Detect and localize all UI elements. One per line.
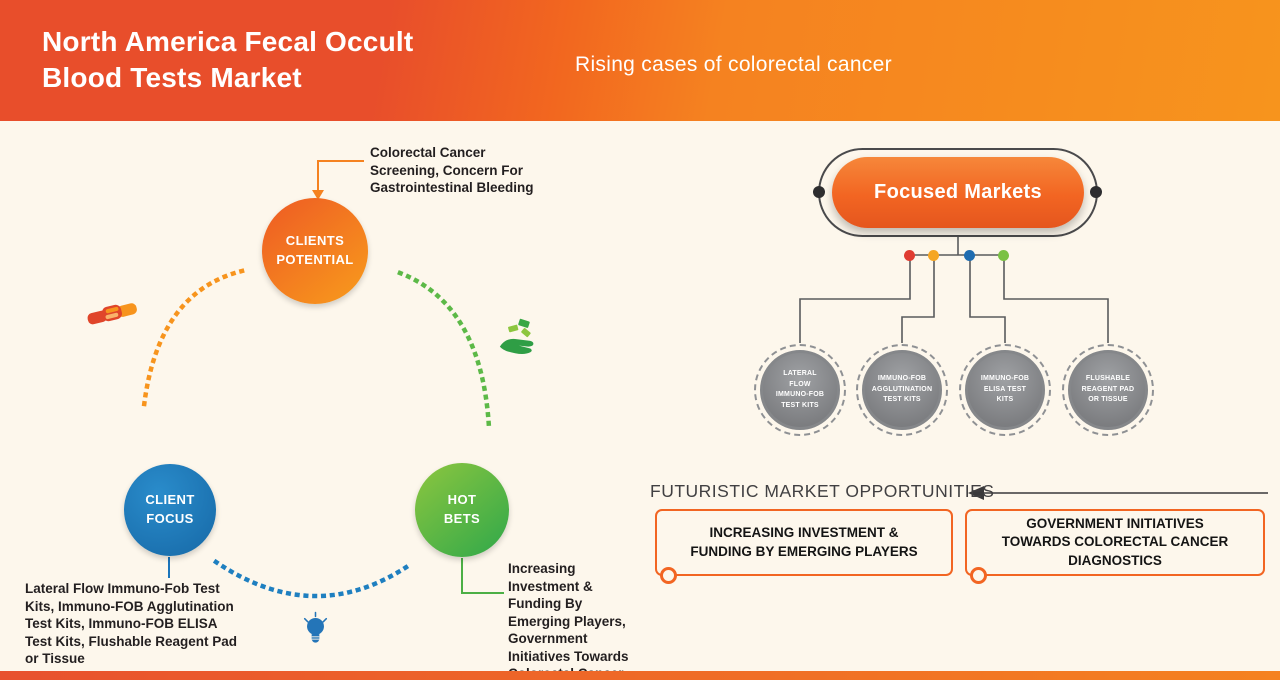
- wire-to-node-3: [969, 255, 1006, 343]
- wire-to-node-1: [799, 255, 911, 343]
- lightbulb-icon: [300, 611, 331, 653]
- market-node-label: IMMUNO-FOB AGGLUTINATION TEST KITS: [862, 350, 942, 430]
- market-dot-red: [904, 250, 915, 261]
- page-title-line2: Blood Tests Market: [42, 62, 302, 94]
- market-node-label: FLUSHABLE REAGENT PAD OR TISSUE: [1068, 350, 1148, 430]
- client-focus-label-line2: FOCUS: [146, 511, 194, 526]
- client-focus-label-line1: CLIENT: [145, 492, 195, 508]
- card-corner-dot: [970, 567, 987, 584]
- clients-potential-label-line1: CLIENTS: [285, 233, 345, 249]
- market-dot-orange: [928, 250, 939, 261]
- client-focus-circle: CLIENT FOCUS: [124, 464, 216, 556]
- bottom-accent-bar: [0, 671, 1280, 680]
- handshake-icon: [86, 296, 138, 335]
- market-node-agglutination: IMMUNO-FOB AGGLUTINATION TEST KITS: [856, 344, 948, 436]
- dashed-ring: [1062, 344, 1154, 436]
- hot-bets-label-line1: HOT: [447, 492, 477, 508]
- clients-potential-circle: CLIENTS POTENTIAL: [262, 198, 368, 304]
- opportunity-card-1-label: INCREASING INVESTMENT & FUNDING BY EMERG…: [690, 525, 918, 559]
- focused-markets-button: Focused Markets: [832, 157, 1084, 228]
- dashed-ring: [856, 344, 948, 436]
- wire-to-node-4: [1003, 255, 1109, 343]
- hot-bets-label-line2: BETS: [443, 511, 481, 526]
- clients-potential-label-line2: POTENTIAL: [276, 252, 354, 267]
- dotted-arc-orange: [141, 268, 245, 409]
- dotted-arc-blue: [212, 558, 412, 599]
- dashed-ring: [754, 344, 846, 436]
- dashed-ring: [959, 344, 1051, 436]
- hot-bets-circle: HOT BETS: [415, 463, 509, 557]
- header-banner: North America Fecal Occult Blood Tests M…: [0, 0, 1280, 121]
- market-dot-blue: [964, 250, 975, 261]
- opportunity-card-1: INCREASING INVESTMENT & FUNDING BY EMERG…: [655, 509, 953, 584]
- outline-left-dot: [813, 186, 825, 198]
- focused-markets-title: Focused Markets: [874, 181, 1042, 203]
- clients-potential-connector: [317, 160, 364, 199]
- page-title-line1: North America Fecal Occult: [42, 26, 414, 57]
- client-focus-note: Lateral Flow Immuno-Fob Test Kits, Immun…: [25, 581, 238, 667]
- market-node-lateral-flow: LATERAL FLOW IMMUNO-FOB TEST KITS: [754, 344, 846, 436]
- market-dot-green: [998, 250, 1009, 261]
- wire-to-node-2: [901, 255, 935, 343]
- dotted-arc-green: [397, 270, 492, 431]
- hot-bets-note: Increasing Investment & Funding By Emerg…: [508, 561, 629, 680]
- market-node-elisa: IMMUNO-FOB ELISA TEST KITS: [959, 344, 1051, 436]
- market-node-flushable: FLUSHABLE REAGENT PAD OR TISSUE: [1062, 344, 1154, 436]
- outline-right-dot: [1090, 186, 1102, 198]
- opportunities-title: FUTURISTIC MARKET OPPORTUNITIES: [650, 481, 995, 501]
- clients-potential-arrowhead: [312, 190, 324, 200]
- header-subtitle: Rising cases of colorectal cancer: [575, 53, 892, 76]
- clients-potential-note: Colorectal Cancer Screening, Concern For…: [370, 145, 534, 196]
- market-node-label: LATERAL FLOW IMMUNO-FOB TEST KITS: [760, 350, 840, 430]
- hot-bets-connector: [461, 558, 504, 594]
- card-corner-dot: [660, 567, 677, 584]
- money-bills-hand-icon: [496, 318, 538, 363]
- market-node-label: IMMUNO-FOB ELISA TEST KITS: [965, 350, 1045, 430]
- opportunities-arrowhead: [968, 486, 984, 500]
- opportunity-card-2: GOVERNMENT INITIATIVES TOWARDS COLORECTA…: [965, 509, 1265, 584]
- opportunity-card-2-label: GOVERNMENT INITIATIVES TOWARDS COLORECTA…: [1001, 516, 1229, 568]
- page-title: North America Fecal Occult Blood Tests M…: [42, 24, 413, 97]
